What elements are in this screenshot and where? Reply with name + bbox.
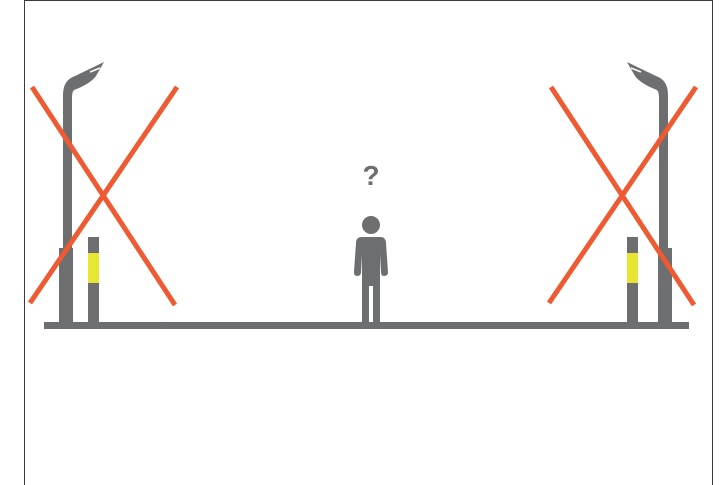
ground-line xyxy=(44,322,689,329)
bollard-right-icon xyxy=(627,237,638,325)
person-icon xyxy=(354,216,388,322)
bollard-left-icon xyxy=(88,237,99,325)
question-mark-icon: ? xyxy=(362,160,379,191)
cross-mark-left-icon xyxy=(30,87,177,305)
cross-mark-right-icon xyxy=(549,87,696,305)
